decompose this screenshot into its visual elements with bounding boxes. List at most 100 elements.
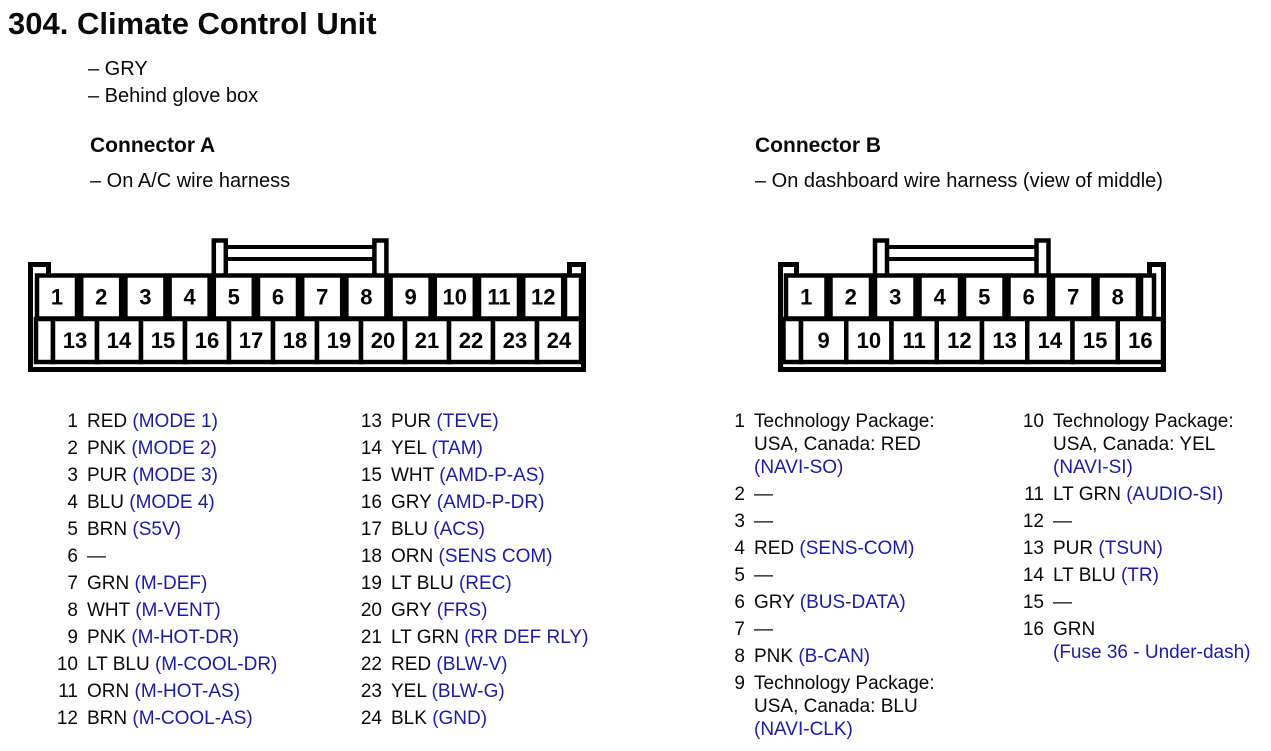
signal-name: (ACS) — [433, 519, 485, 540]
signal-name: (MODE 2) — [131, 438, 217, 459]
connector-b-pin-number: 16 — [1128, 328, 1152, 353]
connector-a-pin-number: 13 — [63, 328, 87, 353]
wire-color: RED — [754, 538, 800, 559]
connector-b-pin-number: 6 — [1023, 285, 1035, 310]
pin-list-number: 1 — [734, 411, 745, 432]
pin-list-number: 3 — [734, 511, 745, 532]
pin-list-text: BLU (ACS) — [391, 518, 485, 541]
pin-list-number: 22 — [360, 654, 382, 675]
connector-b-pin-cell — [781, 316, 804, 365]
wire-color: PUR — [1053, 538, 1099, 559]
pin-list-text: PUR (MODE 3) — [87, 464, 218, 487]
pin-list-text: GRN (M-DEF) — [87, 572, 207, 595]
pin-list-number: 7 — [734, 619, 745, 640]
wire-color: ORN — [391, 546, 439, 567]
signal-name: (Fuse 36 - Under-dash) — [1053, 642, 1251, 663]
wire-color: BRN — [87, 519, 133, 540]
connector-a-pin-number: 20 — [371, 328, 395, 353]
pin-list-number: 17 — [360, 519, 382, 540]
connector-b-pin-number: 5 — [978, 285, 990, 310]
note-line-location: – Behind glove box — [88, 84, 259, 107]
pin-list-line: — — [1053, 510, 1072, 533]
signal-name: (S5V) — [132, 519, 181, 540]
pin-list-text: — — [754, 564, 773, 587]
connector-a-pin-cell — [314, 316, 364, 365]
pin-list-line: RED (BLW-V) — [391, 653, 507, 676]
pin-list-text: Technology Package:USA, Canada: YEL(NAVI… — [1053, 410, 1234, 479]
pin-list-text: Technology Package:USA, Canada: BLU(NAVI… — [754, 672, 935, 741]
pin-list-text: BRN (M-COOL-AS) — [87, 707, 253, 730]
signal-name: (NAVI-SI) — [1053, 457, 1133, 478]
pin-list-line: PNK (MODE 2) — [87, 437, 217, 460]
connector-b-pin-number: 4 — [934, 285, 947, 310]
note-line-color: – GRY — [88, 58, 148, 80]
pin-list-text: WHT (AMD-P-AS) — [391, 464, 545, 487]
signal-name: (M-HOT-AS) — [134, 681, 241, 702]
pin-list-text: — — [87, 545, 106, 568]
connector-a-pin-number: 5 — [228, 285, 240, 310]
pin-list-number: 3 — [67, 465, 78, 486]
connector-b-pin-number: 10 — [857, 328, 881, 353]
connector-a-pin-number: 19 — [327, 328, 351, 353]
pin-list-entry: 17 BLU (ACS) — [356, 518, 588, 541]
pin-list-number: 6 — [734, 592, 745, 613]
connector-b-pin-number: 14 — [1038, 328, 1063, 353]
wire-color: LT BLU — [87, 654, 155, 675]
pin-list-entry: 6 GRY (BUS-DATA) — [723, 591, 935, 614]
pin-list-line: YEL (TAM) — [391, 437, 483, 460]
wire-color: GRY — [391, 600, 437, 621]
connector-a-pin-cell — [562, 273, 584, 321]
connector-a-pin-cell — [78, 273, 124, 321]
pin-list-number: 15 — [360, 465, 382, 486]
pin-list-entry: 12— — [1018, 510, 1250, 533]
pin-list-number: 5 — [67, 519, 78, 540]
connector-a-pin-number: 8 — [360, 285, 372, 310]
pin-list-line: (NAVI-CLK) — [754, 718, 935, 741]
wire-color: PNK — [754, 646, 799, 667]
connector-a-pin-number: 10 — [443, 285, 467, 310]
signal-name: (MODE 3) — [132, 465, 218, 486]
pin-list-line: YEL (BLW-G) — [391, 680, 505, 703]
pin-list-number: 12 — [56, 708, 78, 729]
pin-list-line: Technology Package: — [754, 672, 935, 695]
pin-list-number: 2 — [734, 484, 745, 505]
pin-list-number: 8 — [734, 646, 745, 667]
connector-a-pin-number: 24 — [547, 328, 572, 353]
pin-list-line: USA, Canada: RED — [754, 433, 935, 456]
pin-list-number: 5 — [734, 565, 745, 586]
pin-list-number: 10 — [1022, 411, 1044, 432]
pin-list-line: PUR (TSUN) — [1053, 537, 1163, 560]
signal-name: (M-VENT) — [135, 600, 221, 621]
pin-list-line: LT BLU (REC) — [391, 572, 512, 595]
pin-list-text: YEL (BLW-G) — [391, 680, 505, 703]
connector-a-pin-number: 17 — [239, 328, 263, 353]
wire-color: LT BLU — [391, 573, 459, 594]
pin-list-line: LT GRN (RR DEF RLY) — [391, 626, 588, 649]
signal-name: (RR DEF RLY) — [464, 627, 589, 648]
signal-name: (SENS-COM) — [799, 538, 915, 559]
pin-list-entry: 15— — [1018, 591, 1250, 614]
connector-b-pin-number: 15 — [1083, 328, 1107, 353]
wire-color: BLK — [391, 708, 433, 729]
pin-list-text: — — [1053, 591, 1072, 614]
connector-a-pin-number: 11 — [487, 285, 510, 310]
pin-list-line: RED (SENS-COM) — [754, 537, 914, 560]
wire-color: PNK — [87, 627, 132, 648]
connector-a-pin-number: 12 — [531, 285, 555, 310]
signal-name: (AUDIO-SI) — [1126, 484, 1224, 505]
pin-list-number: 14 — [1022, 565, 1044, 586]
pin-list-text: GRY (BUS-DATA) — [754, 591, 906, 614]
pin-list-line: GRY (AMD-P-DR) — [391, 491, 544, 514]
pin-list-number: 14 — [360, 438, 382, 459]
